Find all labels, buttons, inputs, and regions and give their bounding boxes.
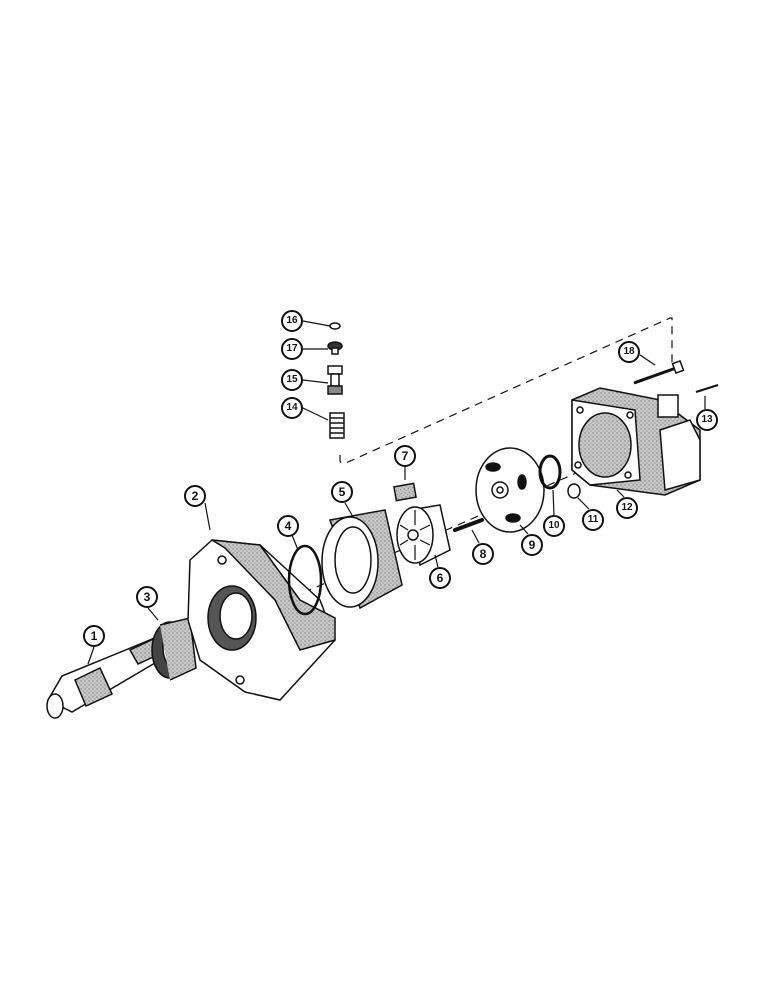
part-16-washer [329,322,341,330]
part-11-small-o-ring [567,483,581,499]
callout-15: 15 [281,369,303,391]
callout-7: 7 [394,445,416,467]
callout-2: 2 [184,485,206,507]
callout-18: 18 [618,341,640,363]
callout-16: 16 [281,310,303,332]
callout-5: 5 [331,481,353,503]
callout-10: 10 [543,515,565,537]
relief-valve-stack [327,322,345,439]
callout-6: 6 [429,567,451,589]
leader-lines [87,320,706,665]
part-5-cam-ring [321,509,403,610]
part-2-front-housing [187,539,336,701]
part-10-seal-ring [538,454,562,490]
part-8-pin [453,518,484,532]
part-9-pressure-plate [475,447,545,533]
callout-12: 12 [616,497,638,519]
part-6-rotor [396,504,451,567]
part-17-cap [327,341,343,355]
part-13-roll-pin [695,384,719,393]
part-14-spring [329,412,345,439]
callout-13: 13 [696,409,718,431]
callout-4: 4 [277,515,299,537]
part-4-o-ring [287,544,323,616]
callout-3: 3 [136,586,158,608]
callout-17: 17 [281,338,303,360]
part-15-valve-body [327,365,343,395]
callout-8: 8 [472,543,494,565]
part-18-bolt [633,359,685,385]
callout-1: 1 [83,625,105,647]
part-7-vane [393,482,417,502]
callout-11: 11 [582,509,604,531]
callout-9: 9 [521,534,543,556]
part-3-seal [151,617,197,681]
part-12-rear-housing [571,387,701,496]
callout-14: 14 [281,397,303,419]
